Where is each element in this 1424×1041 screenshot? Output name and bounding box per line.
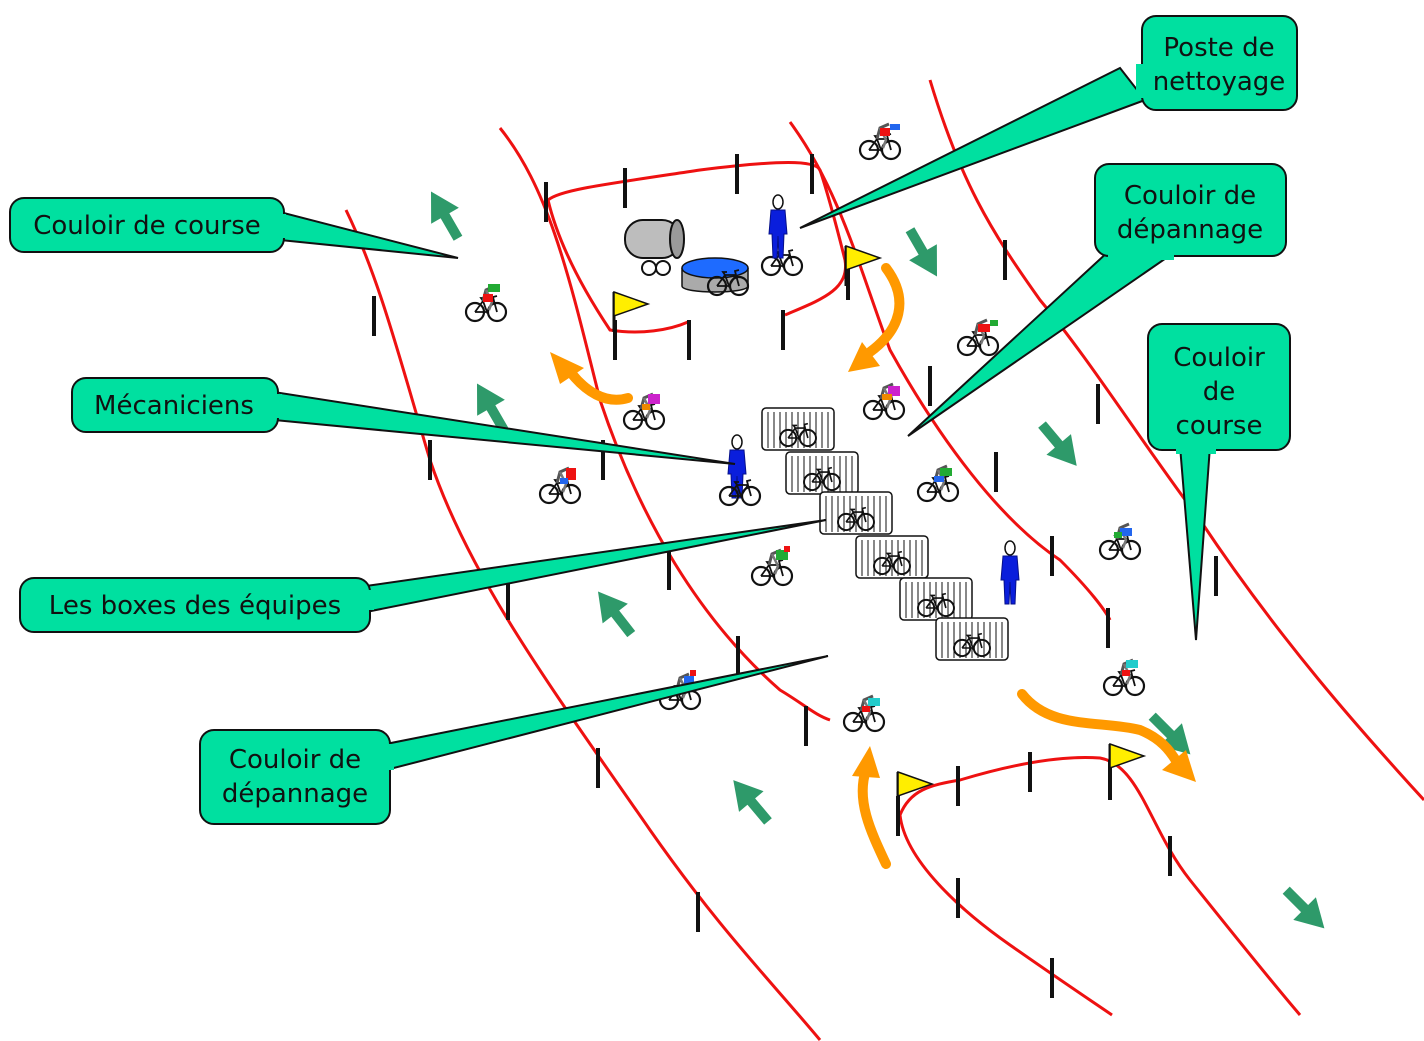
callout-race-lane-left: Couloir de course (9, 197, 459, 259)
callout-label: Poste de (1163, 33, 1274, 63)
cyclist-icon (864, 384, 904, 419)
barrier-with-bike-icon (900, 578, 972, 620)
mechanic-icon (1000, 540, 1020, 605)
callout-label: dépannage (1117, 215, 1263, 245)
team-boxes (762, 408, 1008, 660)
barrier-with-bike-icon (820, 492, 892, 534)
cyclist-icon (860, 124, 900, 159)
cyclist-icon (918, 466, 958, 501)
posts (372, 154, 1218, 998)
callout-label: Les boxes des équipes (49, 591, 341, 621)
flag-icon (1108, 742, 1146, 786)
direction-arrow-icon (417, 183, 472, 247)
mechanic-icon (768, 194, 788, 259)
pit-route-arrow-icon (848, 342, 880, 372)
cyclist-icon (660, 670, 700, 709)
callout-repair-lane-left: Couloir de dépannage (199, 655, 829, 825)
cyclist-icon (844, 696, 884, 731)
cyclist-icon (1104, 660, 1144, 695)
track-line-inner-right (788, 121, 1112, 621)
cyclist-icon (624, 394, 664, 429)
cyclists (466, 124, 1144, 731)
cyclist-icon (1100, 524, 1140, 559)
direction-arrow-icon (1274, 878, 1336, 940)
pit-route-arrow-icon (857, 765, 891, 869)
callout-label: course (1176, 411, 1263, 441)
pit-route-arrows (550, 263, 1196, 869)
pit-exit-inner (898, 814, 1113, 1017)
callout-repair-lane-right: Couloir de dépannage (907, 163, 1287, 437)
callout-team-boxes: Les boxes des équipes (19, 519, 827, 633)
track-line-outer-right (928, 79, 1424, 802)
callout-label: Couloir de course (33, 211, 261, 241)
track-line-outer-left (344, 209, 822, 1041)
callout-cleaning-station: Poste de nettoyage (799, 15, 1298, 229)
cyclist-icon (466, 284, 506, 321)
track-lines (344, 79, 1424, 1041)
callout-mechanics: Mécaniciens (71, 377, 736, 465)
pit-route-arrow-icon (852, 746, 880, 778)
flag-icon (844, 244, 882, 288)
callout-label: Couloir (1173, 343, 1265, 373)
direction-arrow-icon (1029, 414, 1089, 477)
pit-exit-curve (898, 756, 1302, 1016)
pit-route-arrow-icon (865, 263, 905, 357)
barrier-with-bike-icon (856, 536, 928, 578)
track-line-inner-left (498, 127, 831, 722)
direction-arrow-icon (585, 581, 644, 644)
callout-label: Mécaniciens (94, 391, 254, 421)
barrier-with-bike-icon (786, 452, 858, 494)
cleaning-zone-lower (546, 199, 689, 334)
callout-label: Couloir de (1124, 181, 1256, 211)
pit-route-arrow-icon (1017, 689, 1183, 769)
direction-arrow-icon (896, 221, 951, 285)
pit-route-arrow-icon (1162, 750, 1196, 782)
water-tub-icon (681, 257, 749, 293)
pit-route-arrow-icon (550, 352, 584, 384)
callout-label: nettoyage (1153, 67, 1286, 97)
direction-arrow-icon (721, 769, 781, 832)
callout-label: de (1203, 377, 1236, 407)
cleaning-zone-outline (547, 161, 848, 317)
flag-icon (612, 290, 650, 334)
pressure-washer-icon (624, 219, 685, 276)
cyclist-icon (958, 320, 998, 355)
barrier-with-bike-icon (762, 408, 834, 450)
cyclist-icon (752, 546, 792, 585)
mechanic-icon (727, 434, 747, 499)
pit-route-arrow-icon (567, 369, 633, 405)
callout-label: Couloir de (229, 745, 361, 775)
barrier-with-bike-icon (936, 618, 1008, 660)
callout-race-lane-right: Couloir de course (1147, 323, 1291, 641)
callout-label: dépannage (222, 779, 368, 809)
cyclist-icon (540, 468, 580, 503)
